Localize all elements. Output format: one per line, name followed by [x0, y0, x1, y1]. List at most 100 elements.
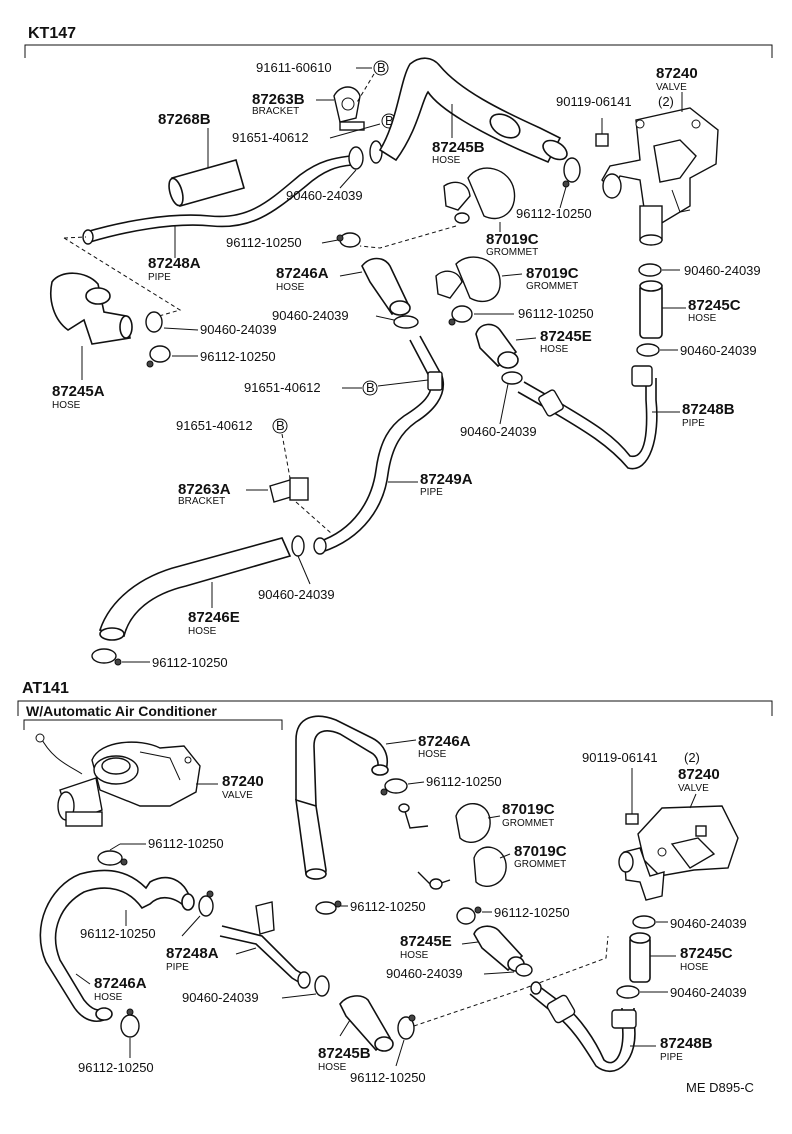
qty-90119-at: (2)	[684, 750, 700, 765]
name-pipe-87249a-kt: PIPE	[420, 487, 443, 498]
clamp-90460-kt-c	[638, 263, 662, 277]
code-circle-b-1	[373, 60, 389, 76]
label-90460-kt-g: 90460-24039	[258, 587, 335, 602]
name-valve-87240-kt: VALVE	[656, 82, 687, 93]
label-96112-at-g: 96112-10250	[494, 905, 570, 920]
label-87263b: 87263B	[252, 91, 305, 108]
label-87246a-at-mid: 87246A	[418, 733, 471, 750]
name-bracket-87263a: BRACKET	[178, 496, 225, 507]
label-90460-kt-c: 90460-24039	[684, 263, 761, 278]
svg-text:B: B	[366, 380, 375, 395]
clamp-90460-kt-a	[348, 140, 383, 170]
label-96112-kt-c: 96112-10250	[518, 306, 594, 321]
subsection-bracket-line	[23, 719, 283, 730]
name-hose-87245c-at: HOSE	[680, 962, 709, 973]
label-87245c-at: 87245C	[680, 945, 733, 962]
figure-code: ME D895-C	[686, 1080, 754, 1095]
label-87245b-at: 87245B	[318, 1045, 371, 1062]
label-87245a-kt: 87245A	[52, 383, 105, 400]
label-96112-at-a: 96112-10250	[148, 836, 224, 851]
clamp-96112-at-c	[120, 1008, 140, 1038]
label-87263a: 87263A	[178, 481, 231, 498]
clamp-96112-kt-b	[336, 232, 361, 248]
name-grommet-87019c-at-b: GROMMET	[514, 859, 566, 870]
svg-text:B: B	[377, 60, 386, 75]
clamp-90460-at-a	[314, 975, 330, 997]
name-hose-87245a-kt: HOSE	[52, 400, 81, 411]
grommet-87019c-at-b	[417, 846, 507, 890]
clamp-96112-at-f	[315, 900, 342, 915]
grommet-87019c-kt-b	[435, 256, 501, 303]
name-pipe-87248a: PIPE	[148, 272, 171, 283]
name-pipe-87248b-at: PIPE	[660, 1052, 683, 1063]
label-90119-at: 90119-06141	[582, 750, 658, 765]
hose-87245b	[378, 57, 568, 164]
label-90460-kt-d: 90460-24039	[680, 343, 757, 358]
hose-87268b	[168, 159, 245, 207]
svg-text:B: B	[385, 113, 394, 128]
name-hose-87246a-kt: HOSE	[276, 282, 305, 293]
clamp-90460-at-b	[515, 963, 533, 977]
label-87245e-kt: 87245E	[540, 328, 592, 345]
name-pipe-87248a-at: PIPE	[166, 962, 189, 973]
hose-87245e-kt	[475, 323, 519, 369]
label-87240-at-left: 87240	[222, 773, 264, 790]
clamp-96112-at-e	[380, 778, 408, 796]
clamp-96112-kt-a	[562, 157, 581, 188]
hose-87246a-at-mid	[295, 715, 389, 880]
label-87248b-kt: 87248B	[682, 401, 735, 418]
name-hose-87245e-at: HOSE	[400, 950, 429, 961]
pipe-87248b-at	[529, 981, 637, 1073]
pipe-87249a-kt	[313, 335, 445, 555]
label-87245e-at: 87245E	[400, 933, 452, 950]
label-87245b: 87245B	[432, 139, 485, 156]
svg-text:B: B	[276, 418, 285, 433]
subsection-label: W/Automatic Air Conditioner	[26, 703, 217, 719]
label-90460-kt-b: 90460-24039	[272, 308, 349, 323]
clamp-90460-at-d	[616, 985, 640, 999]
name-hose-87246e-kt: HOSE	[188, 626, 217, 637]
label-90460-kt-e: 90460-24039	[460, 424, 537, 439]
label-87246a-at-left: 87246A	[94, 975, 147, 992]
label-87268b: 87268B	[158, 111, 211, 128]
label-90460-at-d: 90460-24039	[670, 985, 747, 1000]
clamp-96112-at-g	[456, 906, 482, 925]
bolt-90119-at	[625, 768, 639, 825]
at141-bracket-line	[17, 700, 773, 716]
clamp-96112-at-a	[97, 850, 128, 866]
label-87246a-kt: 87246A	[276, 265, 329, 282]
label-87248a: 87248A	[148, 255, 201, 272]
name-bracket-87263b: BRACKET	[252, 106, 299, 117]
label-96112-at-f: 96112-10250	[350, 899, 426, 914]
label-87248b-at: 87248B	[660, 1035, 713, 1052]
bracket-87263a	[269, 477, 309, 503]
hose-87246e-kt	[98, 537, 292, 641]
name-hose-87246a-at-mid: HOSE	[418, 749, 447, 760]
label-91651-40612-c: 91651-40612	[176, 418, 253, 433]
name-hose-87245e-kt: HOSE	[540, 344, 569, 355]
pipe-87248b-kt	[517, 365, 658, 470]
name-hose-87246a-at-left: HOSE	[94, 992, 123, 1003]
hose-87245c-at	[629, 932, 651, 983]
label-96112-kt-d: 96112-10250	[200, 349, 276, 364]
label-87240-kt: 87240	[656, 65, 698, 82]
name-grommet-87019c-at-a: GROMMET	[502, 818, 554, 829]
hose-87245c-kt	[639, 280, 663, 339]
label-90460-at-c: 90460-24039	[670, 916, 747, 931]
label-87249a-kt: 87249A	[420, 471, 473, 488]
label-87248a-at: 87248A	[166, 945, 219, 962]
section-label-at141: AT141	[22, 680, 69, 697]
label-91611-60610: 91611-60610	[256, 60, 332, 75]
grommet-87019c-at-a	[398, 802, 491, 843]
label-90460-at-a: 90460-24039	[182, 990, 259, 1005]
qty-90119-kt: (2)	[658, 94, 674, 109]
label-87019c-kt-a: 87019C	[486, 231, 539, 248]
name-hose-87245c-kt: HOSE	[688, 313, 717, 324]
valve-87240-at-left	[35, 733, 201, 827]
hose-87245e-at	[473, 925, 525, 972]
label-87019c-at-a: 87019C	[502, 801, 555, 818]
valve-87240-kt	[601, 107, 719, 246]
label-96112-kt-e: 96112-10250	[152, 655, 228, 670]
label-96112-kt-b: 96112-10250	[226, 235, 302, 250]
